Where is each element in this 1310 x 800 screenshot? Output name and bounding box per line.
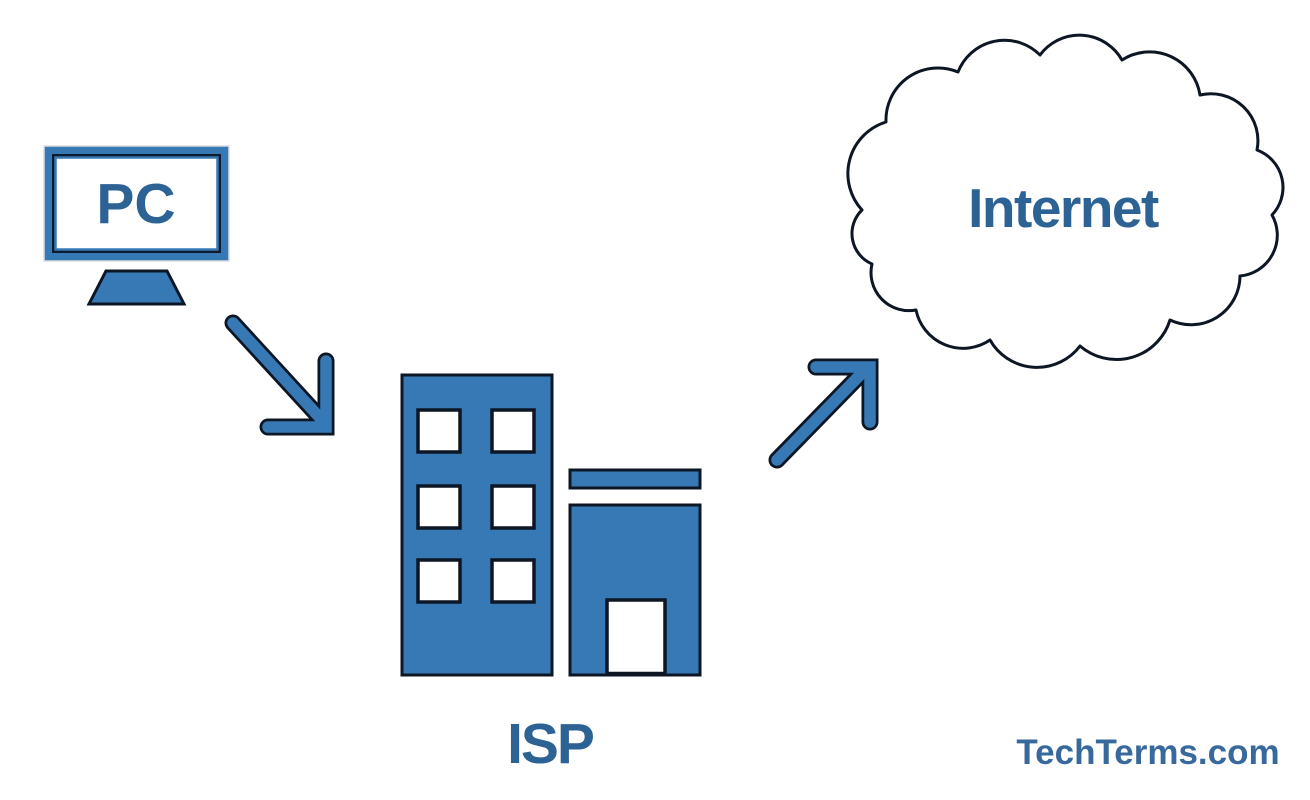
arrow-isp-to-internet-icon (768, 358, 879, 469)
building-window (416, 558, 462, 604)
monitor-stand (86, 269, 187, 306)
arrow-down-right-body (227, 317, 332, 433)
cloud-icon (846, 33, 1285, 369)
building-window (416, 408, 462, 454)
small-building-roof (568, 468, 702, 490)
internet-label: Internet (968, 177, 1159, 239)
building-window (490, 408, 536, 454)
building-window (490, 558, 536, 604)
isp-node: ISP (400, 373, 702, 776)
building-window (416, 484, 462, 530)
arrow-pc-to-isp-icon (224, 314, 335, 436)
pc-node: PC (43, 145, 230, 306)
building-door (605, 598, 667, 676)
techterms-watermark: TechTerms.com (1016, 733, 1279, 772)
pc-label: PC (96, 172, 175, 236)
isp-label: ISP (507, 712, 594, 776)
building-window (490, 484, 536, 530)
monitor-screen (54, 156, 219, 251)
arrow-up-right-body (771, 361, 876, 466)
internet-node: Internet (846, 33, 1285, 369)
